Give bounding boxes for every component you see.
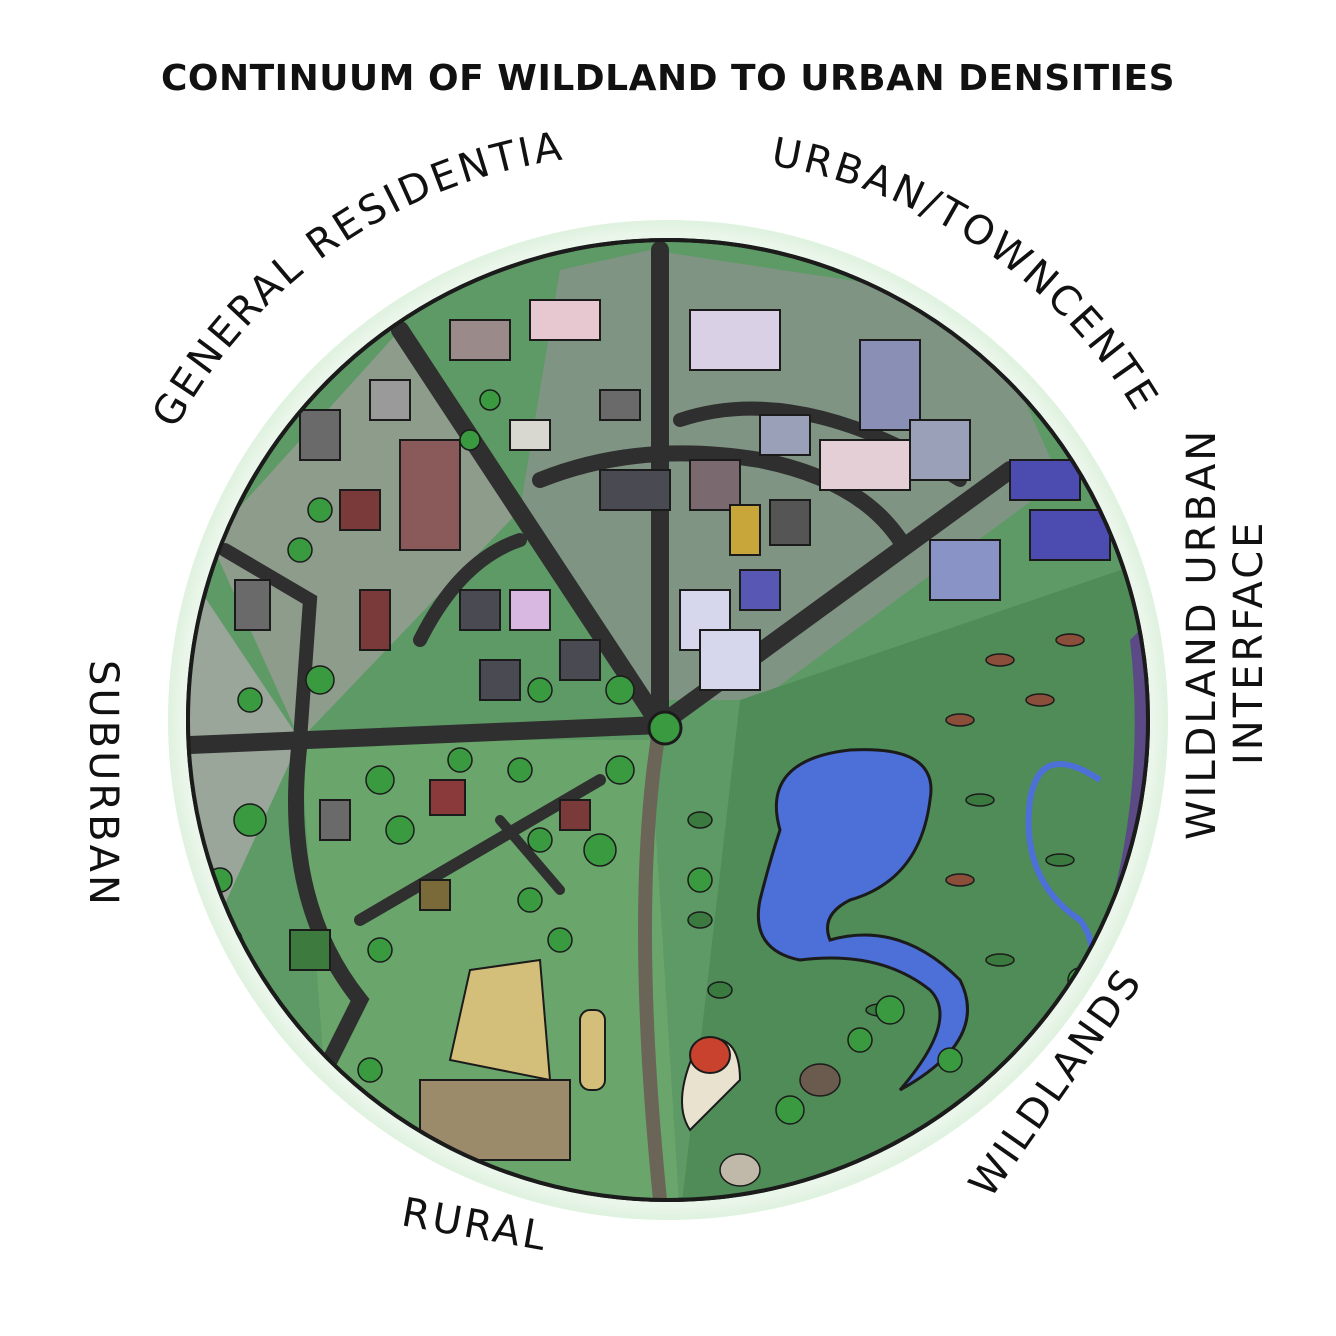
residential-buildings xyxy=(299,299,641,701)
label-wildland-urban-interface-line1: WILDLAND URBAN xyxy=(1179,428,1225,840)
suburban-zone xyxy=(188,560,300,980)
label-suburban: SUBURBAN xyxy=(80,660,126,908)
residential-zone xyxy=(210,330,520,740)
urban-buildings xyxy=(599,309,1111,691)
page-title: CONTINUUM OF WILDLAND TO URBAN DENSITIES xyxy=(160,58,1176,99)
globe xyxy=(168,220,1168,1220)
label-wildland-urban-interface-line2: INTERFACE xyxy=(1226,520,1272,765)
roundabout xyxy=(647,710,683,746)
lake xyxy=(756,748,969,1092)
suburban-houses xyxy=(234,579,591,971)
